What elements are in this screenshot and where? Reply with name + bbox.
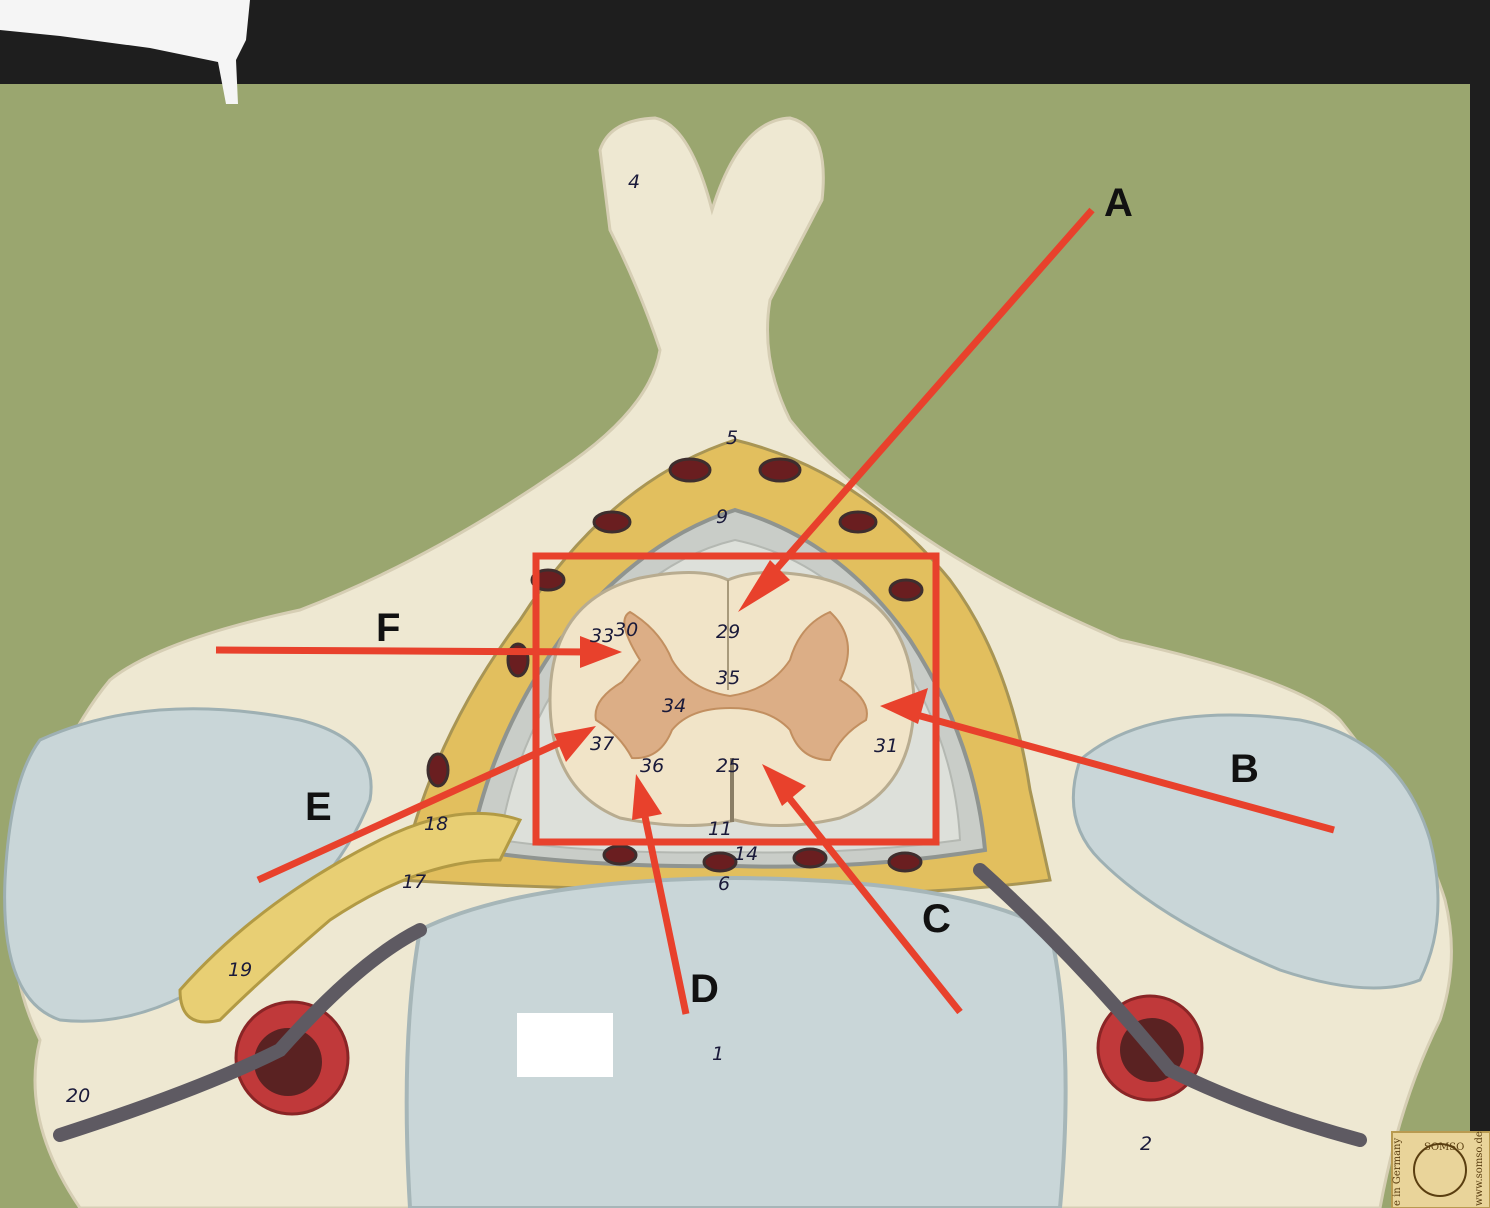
vertebral-body <box>404 875 1068 1208</box>
num-30: 30 <box>614 619 638 641</box>
annotation-arrows <box>215 207 1335 1015</box>
label-a: A <box>1104 181 1133 225</box>
num-17: 17 <box>402 871 426 893</box>
arrow-e <box>256 726 596 884</box>
num-33: 33 <box>590 625 614 647</box>
white-cloth <box>0 0 250 104</box>
arrow-b <box>880 688 1335 834</box>
num-31: 31 <box>874 735 898 757</box>
arrow-d <box>632 774 690 1015</box>
somso-brand-tag: SOMSO e in Germany www.somso.de <box>1391 1131 1490 1208</box>
vein-grey-right <box>973 863 1367 1147</box>
num-9: 9 <box>716 506 728 528</box>
num-19: 19 <box>228 959 252 981</box>
num-11: 11 <box>708 818 732 840</box>
label-f: F <box>376 606 400 650</box>
brand-somso: SOMSO <box>1424 1142 1464 1153</box>
num-36: 36 <box>640 755 664 777</box>
label-b: B <box>1230 747 1259 791</box>
vein-grey-left <box>53 923 427 1142</box>
label-e: E <box>305 785 332 829</box>
blank-label-box <box>517 1013 613 1077</box>
arrow-a <box>738 207 1095 612</box>
num-37: 37 <box>590 733 614 755</box>
label-c: C <box>922 897 951 941</box>
num-6: 6 <box>718 873 730 895</box>
brand-made-in: e in Germany <box>1392 1138 1403 1206</box>
num-34: 34 <box>662 695 686 717</box>
num-25: 25 <box>716 755 740 777</box>
num-18: 18 <box>424 813 448 835</box>
num-35: 35 <box>716 667 740 689</box>
spinal-nerve-left <box>178 811 523 1024</box>
arrow-f <box>215 636 622 668</box>
num-29: 29 <box>716 621 740 643</box>
spinal-cord <box>548 571 916 828</box>
vertebral-artery-left <box>234 1000 350 1116</box>
brand-website: www.somso.de <box>1474 1131 1485 1206</box>
num-4: 4 <box>628 171 640 193</box>
num-2: 2 <box>1140 1133 1152 1155</box>
arrow-c <box>762 764 963 1015</box>
num-1: 1 <box>712 1043 724 1065</box>
num-14: 14 <box>734 843 758 865</box>
label-d: D <box>690 967 719 1011</box>
highlight-box <box>532 552 940 846</box>
num-5: 5 <box>726 427 738 449</box>
num-20: 20 <box>66 1085 90 1107</box>
grey-matter-butterfly <box>594 610 868 762</box>
epidural-veins <box>426 457 924 873</box>
somso-logo <box>1413 1143 1467 1197</box>
